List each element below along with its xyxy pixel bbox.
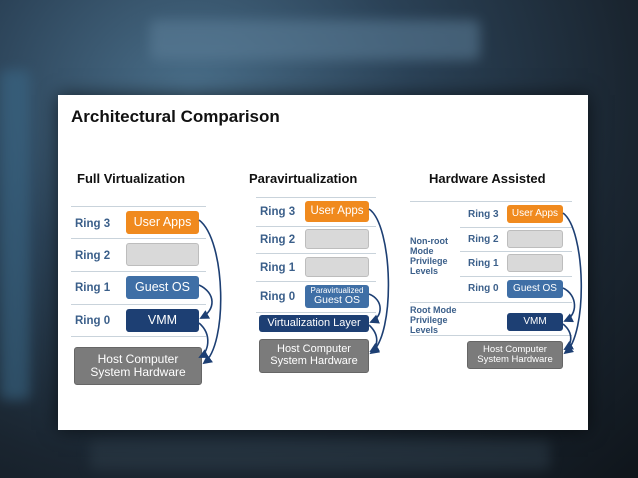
- host-hardware-box: Host Computer System Hardware: [259, 339, 369, 373]
- hardware-assisted-heading: Hardware Assisted: [429, 171, 546, 186]
- virtualization-layer-box: Virtualization Layer: [259, 315, 369, 332]
- empty-ring-1-box: [305, 257, 369, 277]
- ring-1-label: Ring 1: [75, 282, 111, 294]
- divider: [71, 238, 206, 239]
- arrow-user-apps-to-hardware: [198, 219, 222, 365]
- root-mode-label: Root Mode Privilege Levels: [410, 305, 457, 335]
- divider: [410, 201, 572, 202]
- ring-2-label: Ring 2: [260, 234, 296, 246]
- background-blur-bottom: [90, 440, 550, 470]
- vmm-box: VMM: [126, 309, 199, 332]
- divider: [256, 312, 376, 313]
- background-blur-top: [150, 20, 480, 60]
- paravirtualization-heading: Paravirtualization: [249, 171, 358, 186]
- divider: [460, 227, 572, 228]
- user-apps-box: User Apps: [507, 205, 563, 223]
- host-hardware-label: Host Computer System Hardware: [90, 352, 186, 379]
- ring-2-label: Ring 2: [468, 234, 499, 245]
- arrow-guest-os-to-vmm: [562, 287, 576, 323]
- ring-2-label: Ring 2: [75, 250, 111, 262]
- divider: [71, 304, 206, 305]
- non-root-mode-label: Non-root Mode Privilege Levels: [410, 236, 448, 276]
- divider: [256, 281, 376, 282]
- vmm-box: VMM: [507, 313, 563, 331]
- ring-0-label: Ring 0: [468, 283, 499, 294]
- divider: [460, 251, 572, 252]
- divider: [71, 271, 206, 272]
- slide: Architectural Comparison Full Virtualiza…: [58, 95, 588, 430]
- host-hardware-label: Host Computer System Hardware: [477, 344, 553, 365]
- divider: [256, 226, 376, 227]
- host-hardware-box: Host Computer System Hardware: [467, 341, 563, 369]
- ring-0-label: Ring 0: [260, 291, 296, 303]
- arrow-guest-os-to-vmm: [198, 284, 213, 319]
- user-apps-box: User Apps: [126, 211, 199, 234]
- arrow-user-apps-to-hardware: [562, 212, 583, 355]
- empty-ring-1-box: [507, 254, 563, 272]
- ring-3-label: Ring 3: [468, 209, 499, 220]
- arrow-user-apps-to-hardware: [368, 208, 390, 355]
- guest-os-label: Guest OS: [313, 294, 361, 307]
- slide-title: Architectural Comparison: [71, 107, 280, 126]
- ring-0-label: Ring 0: [75, 315, 111, 327]
- guest-os-box: Guest OS: [126, 276, 199, 299]
- arrow-virtualization-layer-to-hardware: [368, 324, 381, 352]
- empty-ring-2-box: [305, 229, 369, 249]
- divider: [410, 335, 572, 336]
- ring-1-label: Ring 1: [260, 262, 296, 274]
- ring-3-label: Ring 3: [75, 218, 111, 230]
- arrow-vmm-to-hardware: [562, 323, 575, 350]
- arrow-guest-os-to-virtualization-layer: [368, 293, 381, 324]
- divider: [256, 253, 376, 254]
- arrow-vmm-to-hardware: [198, 322, 210, 358]
- background-blur-left: [0, 70, 30, 400]
- divider: [410, 302, 572, 303]
- ring-1-label: Ring 1: [468, 258, 499, 269]
- user-apps-box: User Apps: [305, 201, 369, 222]
- flow-arrows: [198, 208, 583, 365]
- paravirtualized-label: Paravirtualized: [310, 285, 364, 295]
- ring-3-label: Ring 3: [260, 206, 296, 218]
- divider: [71, 206, 206, 207]
- guest-os-box: Guest OS: [507, 280, 563, 298]
- empty-ring-2-box: [126, 243, 199, 266]
- host-hardware-label: Host Computer System Hardware: [270, 343, 358, 367]
- paravirtualized-guest-os-box: Paravirtualized Guest OS: [305, 285, 369, 308]
- empty-ring-2-box: [507, 230, 563, 248]
- host-hardware-box: Host Computer System Hardware: [74, 347, 202, 385]
- divider: [460, 276, 572, 277]
- divider: [71, 336, 206, 337]
- divider: [256, 197, 376, 198]
- full-virtualization-heading: Full Virtualization: [77, 171, 186, 186]
